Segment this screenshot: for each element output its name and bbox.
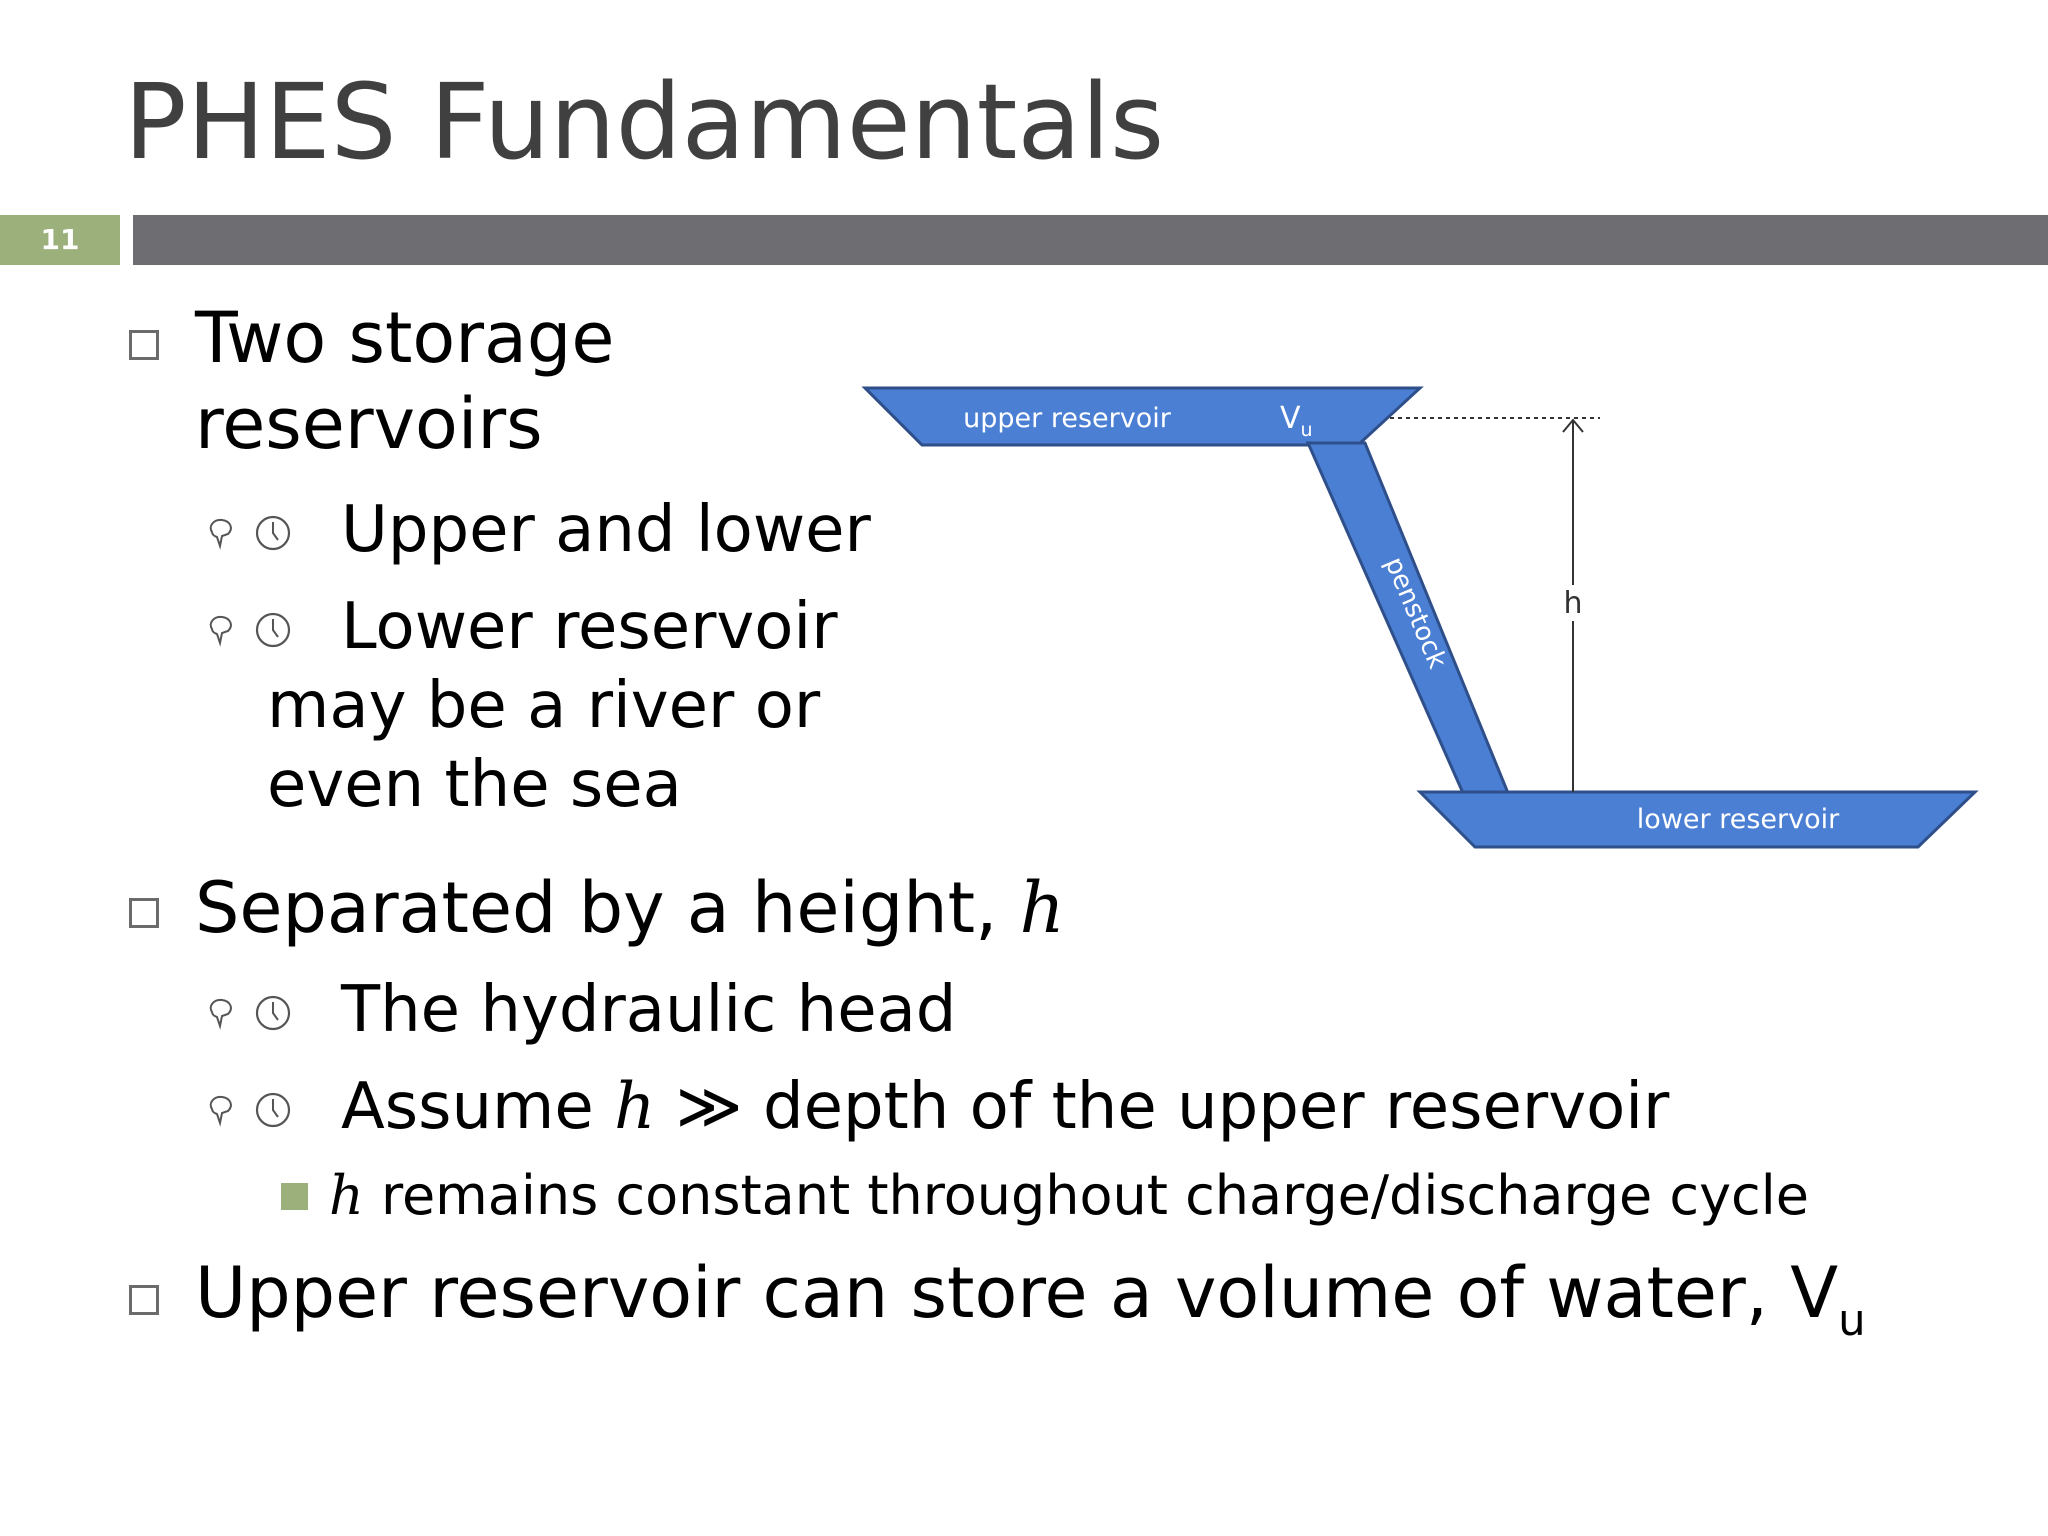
bullet-two-storage: Two storage	[195, 297, 615, 379]
bullet-reservoirs: reservoirs	[195, 383, 543, 465]
slide-number: 11	[0, 215, 120, 265]
arrow-head-icon	[1562, 418, 1584, 433]
slide-title: PHES Fundamentals	[124, 61, 1165, 183]
sub-bullet-hydraulic-head: The hydraulic head	[341, 973, 957, 1047]
lower-reservoir-label: lower reservoir	[1637, 804, 1840, 835]
thought-bubble-icon	[209, 1095, 232, 1127]
thought-bubble-icon	[209, 615, 232, 647]
assume-text: Assume	[341, 1070, 615, 1144]
sub-bullet-river: may be a river or	[267, 669, 821, 743]
reservoir-diagram: h upper reservoir Vu penstock lower rese…	[861, 386, 1979, 849]
assume-depth-text: depth of the upper reservoir	[763, 1070, 1670, 1144]
title-rule	[133, 215, 2048, 265]
much-greater-symbol: ≫	[655, 1070, 763, 1144]
height-variable: h	[329, 1164, 364, 1227]
sub-bullet-lower-reservoir: Lower reservoir	[341, 590, 838, 664]
box-bullet	[129, 1285, 159, 1315]
height-variable: h	[614, 1070, 656, 1144]
volume-sub: u	[1301, 419, 1313, 441]
glyph-pair	[206, 514, 292, 552]
lower-reservoir-shape	[1416, 790, 1979, 849]
upper-reservoir-label: upper reservoir	[963, 403, 1172, 434]
glyph-pair	[206, 994, 292, 1032]
box-bullet	[129, 330, 159, 360]
clock-icon	[255, 1092, 291, 1128]
height-label: h	[1563, 586, 1582, 621]
bullet-upper-volume: Upper reservoir can store a volume of wa…	[195, 1251, 1866, 1347]
volume-letter: V	[1280, 401, 1301, 436]
volume-text: Upper reservoir can store a volume of wa…	[195, 1252, 1839, 1334]
volume-subscript: u	[1838, 1296, 1866, 1347]
height-label-bg	[1560, 585, 1586, 621]
square-bullet	[281, 1183, 308, 1210]
constant-text: remains constant throughout charge/disch…	[363, 1164, 1809, 1227]
sub-bullet-assume: Assume h ≫ depth of the upper reservoir	[341, 1067, 1669, 1147]
clock-icon	[255, 995, 291, 1031]
clock-icon	[255, 515, 291, 551]
volume-label: Vu	[1280, 401, 1313, 441]
sub-bullet-sea: even the sea	[267, 748, 682, 822]
box-bullet	[129, 898, 159, 928]
bullet-separated: Separated by a height, h	[195, 866, 1065, 950]
sub-bullet-upper-lower: Upper and lower	[341, 493, 871, 567]
thought-bubble-icon	[209, 518, 232, 550]
thought-bubble-icon	[209, 998, 232, 1030]
clock-icon	[255, 612, 291, 648]
bullet-separated-text: Separated by a height,	[195, 867, 1020, 949]
height-variable: h	[1019, 867, 1065, 949]
glyph-pair	[206, 1091, 292, 1129]
sub-sub-bullet-constant: h remains constant throughout charge/dis…	[329, 1163, 1809, 1229]
glyph-pair	[206, 611, 292, 649]
